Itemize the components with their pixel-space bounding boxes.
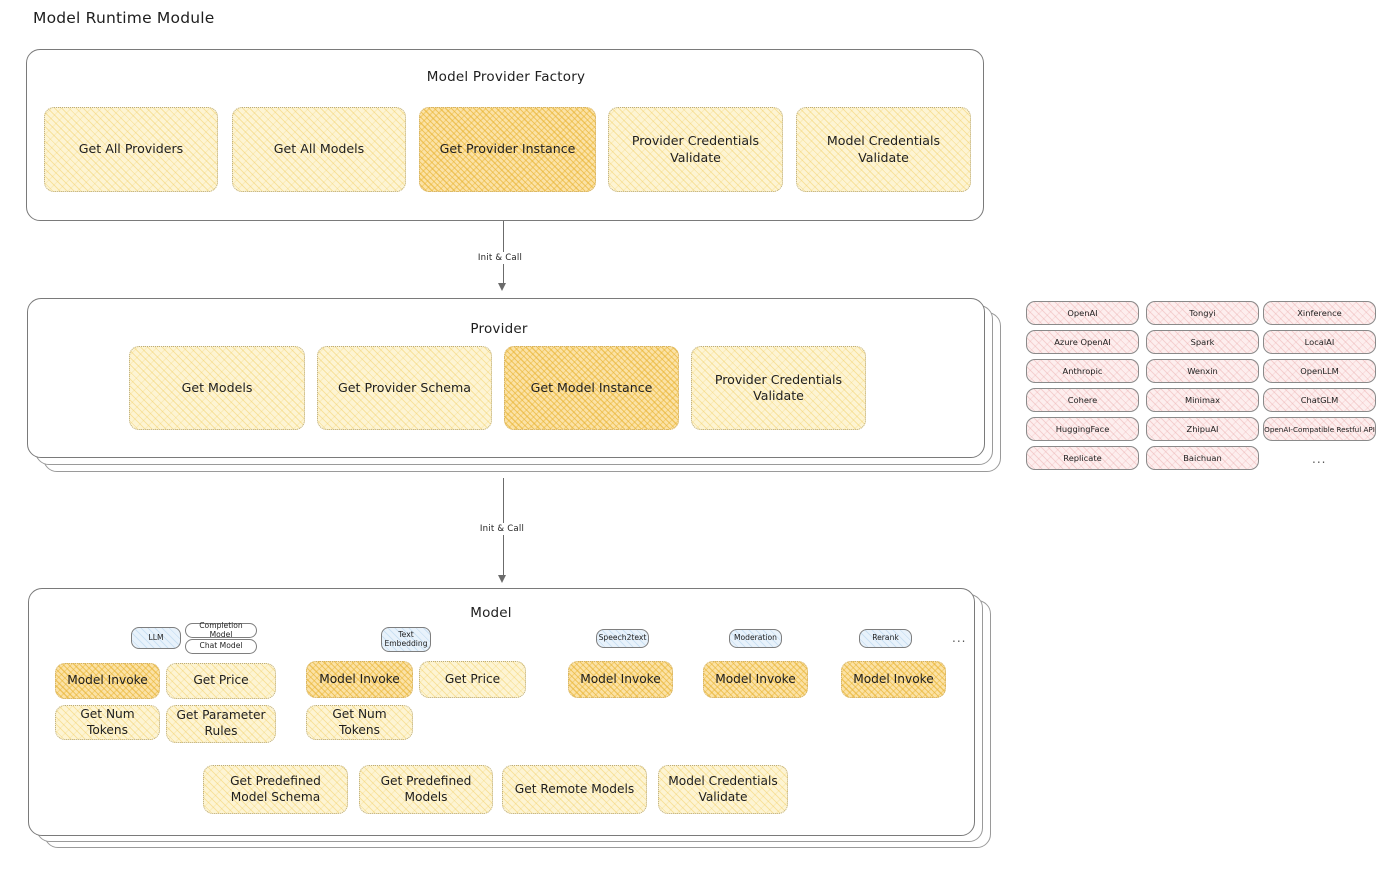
model-type-badge-text-embedding[interactable]: Text Embedding <box>381 627 431 652</box>
connector-1-label: Init & Call <box>474 252 526 264</box>
connector-1-arrowhead <box>498 283 506 291</box>
model-card-moderation-model-invoke[interactable]: Model Invoke <box>703 661 808 698</box>
model-card-get-predefined-models[interactable]: Get Predefined Models <box>359 765 493 814</box>
model-card-text-embedding-get-num-tokens[interactable]: Get Num Tokens <box>306 705 413 740</box>
model-card-text-embedding-get-price[interactable]: Get Price <box>419 661 526 698</box>
model-card-llm-model-invoke[interactable]: Model Invoke <box>55 663 160 699</box>
provider-card-get-models[interactable]: Get Models <box>129 346 305 430</box>
provider-chip-openai-compatible-restful-api[interactable]: OpenAI-Compatible Restful API <box>1263 417 1376 441</box>
provider-card-provider-credentials-validate[interactable]: Provider Credentials Validate <box>691 346 866 430</box>
provider-chip-huggingface[interactable]: HuggingFace <box>1026 417 1139 441</box>
provider-title: Provider <box>470 321 528 337</box>
model-provider-factory-title: Model Provider Factory <box>426 69 586 85</box>
provider-chip-minimax[interactable]: Minimax <box>1146 388 1259 412</box>
connector-2-label: Init & Call <box>476 523 528 535</box>
factory-card-model-credentials-validate[interactable]: Model Credentials Validate <box>796 107 971 192</box>
provider-chip-zhipuai[interactable]: ZhipuAI <box>1146 417 1259 441</box>
provider-chip-spark[interactable]: Spark <box>1146 330 1259 354</box>
factory-card-get-all-models[interactable]: Get All Models <box>232 107 406 192</box>
provider-chip-chatglm[interactable]: ChatGLM <box>1263 388 1376 412</box>
provider-chip-baichuan[interactable]: Baichuan <box>1146 446 1259 470</box>
model-card-llm-get-num-tokens[interactable]: Get Num Tokens <box>55 705 160 740</box>
model-card-model-credentials-validate[interactable]: Model Credentials Validate <box>658 765 788 814</box>
model-card-get-remote-models[interactable]: Get Remote Models <box>502 765 647 814</box>
factory-card-get-provider-instance[interactable]: Get Provider Instance <box>419 107 596 192</box>
model-title: Model <box>470 605 512 621</box>
model-card-text-embedding-model-invoke[interactable]: Model Invoke <box>306 661 413 698</box>
provider-chip-openllm[interactable]: OpenLLM <box>1263 359 1376 383</box>
provider-chip-openai[interactable]: OpenAI <box>1026 301 1139 325</box>
model-card-get-predefined-model-schema[interactable]: Get Predefined Model Schema <box>203 765 348 814</box>
page-title: Model Runtime Module <box>33 9 215 27</box>
provider-chip-replicate[interactable]: Replicate <box>1026 446 1139 470</box>
factory-card-get-all-providers[interactable]: Get All Providers <box>44 107 218 192</box>
provider-chip-anthropic[interactable]: Anthropic <box>1026 359 1139 383</box>
model-card-llm-get-price[interactable]: Get Price <box>166 663 276 699</box>
model-card-speech2text-model-invoke[interactable]: Model Invoke <box>568 661 673 698</box>
model-subtype-badge-chat-model[interactable]: Chat Model <box>185 639 257 654</box>
provider-chip-localai[interactable]: LocalAI <box>1263 330 1376 354</box>
model-card-llm-get-parameter-rules[interactable]: Get Parameter Rules <box>166 705 276 743</box>
model-subtype-badge-completion-model[interactable]: Completion Model <box>185 621 257 638</box>
model-types-more-ellipsis: ... <box>952 631 967 645</box>
provider-list-more-ellipsis: ... <box>1312 452 1327 466</box>
provider-card-get-provider-schema[interactable]: Get Provider Schema <box>317 346 492 430</box>
connector-2-arrowhead <box>498 575 506 583</box>
factory-card-provider-credentials-validate[interactable]: Provider Credentials Validate <box>608 107 783 192</box>
model-type-badge-llm[interactable]: LLM <box>131 627 181 649</box>
provider-chip-tongyi[interactable]: Tongyi <box>1146 301 1259 325</box>
model-type-badge-speech2text[interactable]: Speech2text <box>596 629 649 648</box>
provider-chip-azure-openai[interactable]: Azure OpenAI <box>1026 330 1139 354</box>
provider-card-get-model-instance[interactable]: Get Model Instance <box>504 346 679 430</box>
provider-chip-xinference[interactable]: Xinference <box>1263 301 1376 325</box>
provider-chip-cohere[interactable]: Cohere <box>1026 388 1139 412</box>
model-type-badge-rerank[interactable]: Rerank <box>859 629 912 648</box>
model-card-rerank-model-invoke[interactable]: Model Invoke <box>841 661 946 698</box>
provider-chip-wenxin[interactable]: Wenxin <box>1146 359 1259 383</box>
model-type-badge-moderation[interactable]: Moderation <box>729 629 782 648</box>
